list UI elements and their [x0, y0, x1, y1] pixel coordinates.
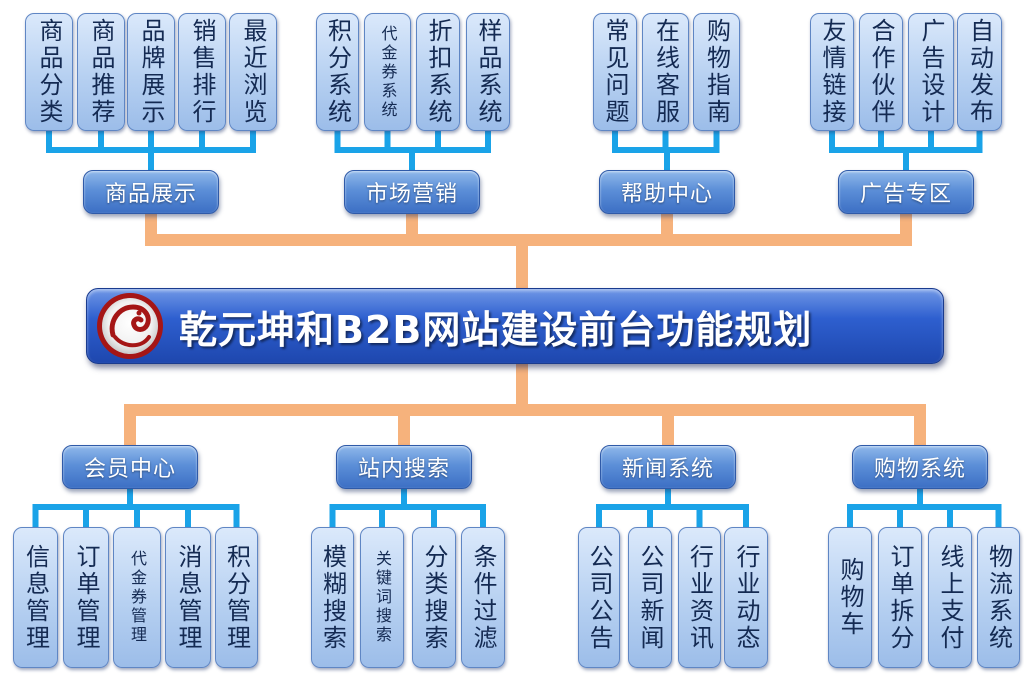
top-category-4-item: 合作伙伴 [859, 13, 903, 131]
top-category-4: 广告专区 [838, 170, 974, 214]
dragon-logo-icon [97, 293, 163, 359]
bottom-category-1-item: 订单管理 [63, 527, 109, 668]
top-category-1-item: 商品分类 [25, 13, 73, 131]
top-category-1-item: 品牌展示 [127, 13, 175, 131]
top-category-2-item: 代金券系统 [364, 13, 411, 131]
bottom-category-4-item: 线上支付 [928, 527, 972, 668]
title-banner: 乾元坤和B2B网站建设前台功能规划 [86, 288, 944, 364]
top-category-2: 市场营销 [344, 170, 480, 214]
bottom-category-1-item: 消息管理 [165, 527, 211, 668]
top-category-4-item: 自动发布 [957, 13, 1002, 131]
top-category-3: 帮助中心 [599, 170, 735, 214]
top-category-1-item: 商品推荐 [77, 13, 125, 131]
bottom-category-4-item: 订单拆分 [878, 527, 922, 668]
top-category-1-item: 最近浏览 [229, 13, 277, 131]
bottom-category-1-item: 代金券管理 [113, 527, 161, 668]
bottom-category-3: 新闻系统 [600, 445, 736, 489]
bottom-category-1-item: 信息管理 [13, 527, 58, 668]
bottom-category-2: 站内搜索 [336, 445, 472, 489]
top-category-1-item: 销售排行 [178, 13, 226, 131]
top-category-1: 商品展示 [83, 170, 219, 214]
top-category-4-item: 广告设计 [908, 13, 954, 131]
top-category-3-item: 在线客服 [642, 13, 689, 131]
bottom-category-2-item: 模糊搜索 [311, 527, 354, 668]
top-category-3-item: 常见问题 [593, 13, 637, 131]
top-category-4-item: 友情链接 [810, 13, 854, 131]
bottom-category-3-item: 行业动态 [724, 527, 768, 668]
bottom-category-4: 购物系统 [852, 445, 988, 489]
bottom-category-3-item: 行业资讯 [678, 527, 721, 668]
bottom-category-1: 会员中心 [62, 445, 198, 489]
bottom-category-4-item: 物流系统 [977, 527, 1020, 668]
top-category-2-item: 积分系统 [316, 13, 359, 131]
bottom-category-1-item: 积分管理 [215, 527, 258, 668]
bottom-category-4-item: 购物车 [828, 527, 872, 668]
bottom-category-2-item: 条件过滤 [461, 527, 505, 668]
top-category-2-item: 样品系统 [466, 13, 510, 131]
top-category-3-item: 购物指南 [693, 13, 740, 131]
page-title: 乾元坤和B2B网站建设前台功能规划 [179, 307, 813, 352]
bottom-category-3-item: 公司新闻 [628, 527, 672, 668]
bottom-category-3-item: 公司公告 [578, 527, 620, 668]
top-category-2-item: 折扣系统 [416, 13, 460, 131]
bottom-category-2-item: 关键词搜索 [360, 527, 404, 668]
bottom-category-2-item: 分类搜索 [412, 527, 456, 668]
